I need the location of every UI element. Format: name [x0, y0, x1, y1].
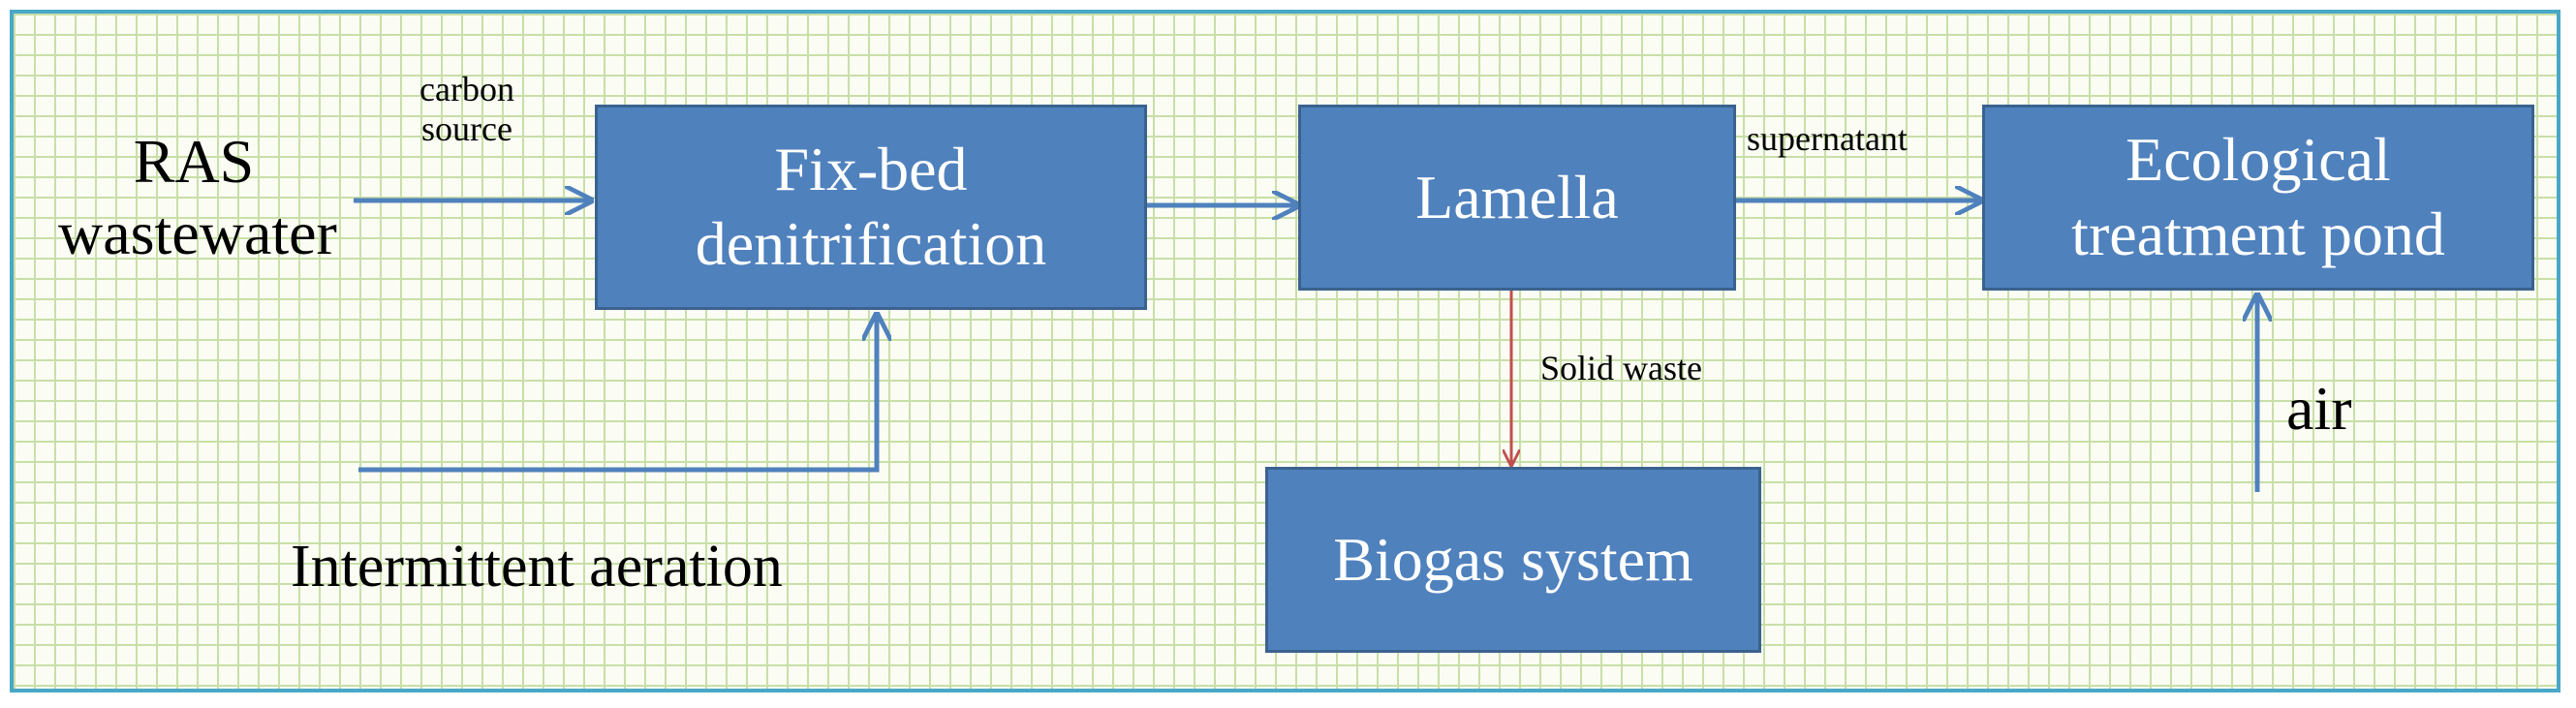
node-ecological-line1: Ecological: [2126, 125, 2391, 195]
node-biogas-label: Biogas system: [1333, 524, 1693, 594]
node-ecological-treatment-pond: Ecological treatment pond: [1982, 105, 2534, 291]
input-ras-line1: RAS: [133, 127, 255, 196]
arrow-aeration-to-fixbed: [358, 315, 877, 473]
node-ecological-line2: treatment pond: [2071, 200, 2445, 268]
node-fixbed-line2: denitrification: [695, 209, 1047, 278]
label-solid-waste: Solid waste: [1540, 349, 1702, 387]
label-carbon-line1: carbon: [419, 70, 514, 108]
node-fixbed-denitrification: Fix-bed denitrification: [595, 105, 1147, 310]
input-air: air: [2286, 374, 2352, 443]
label-supernatant: supernatant: [1747, 119, 1908, 158]
input-ras-wastewater: RAS wastewater: [58, 126, 337, 268]
node-lamella-label: Lamella: [1415, 162, 1619, 231]
input-intermittent-aeration: Intermittent aeration: [291, 534, 783, 600]
label-carbon-line2: source: [421, 109, 512, 149]
node-biogas-system: Biogas system: [1265, 467, 1761, 653]
node-fixbed-line1: Fix-bed: [774, 135, 968, 204]
label-carbon-source: carbon source: [380, 70, 554, 150]
node-lamella: Lamella: [1298, 105, 1736, 291]
input-ras-line2: wastewater: [58, 198, 337, 267]
